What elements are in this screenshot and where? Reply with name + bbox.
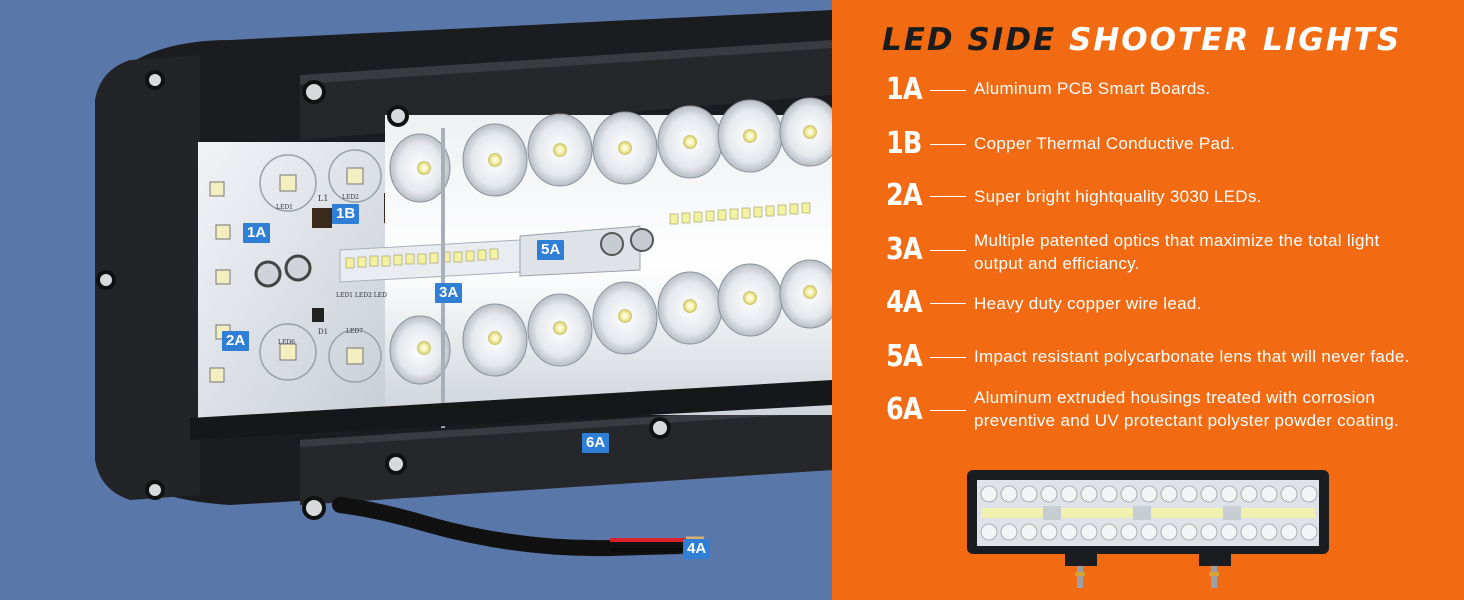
pcb-label-led7: LED7 (346, 328, 363, 335)
pcb-label-led2: LED2 (342, 194, 359, 201)
feature-description: Copper Thermal Conductive Pad. (974, 134, 1235, 153)
feature-item-2a: 2A Super bright hightquality 3030 LEDs. (886, 176, 1456, 216)
feature-item-4a: 4A Heavy duty copper wire lead. (886, 283, 1456, 323)
callout-line (930, 144, 966, 145)
pcb-label-led1: LED1 (276, 204, 293, 211)
pcb-label-led6: LED6 (278, 339, 295, 346)
callout-line (930, 90, 966, 91)
title-part-1: LED SIDE (882, 22, 1057, 58)
feature-item-6a: 6A Aluminum extruded housings treated wi… (886, 388, 1456, 436)
callout-line (930, 410, 966, 411)
pcb-label-d1: D1 (318, 328, 329, 336)
feature-panel: LED SIDE SHOOTER LIGHTS 1A Aluminum PCB … (832, 0, 1464, 600)
feature-code: 4A (886, 285, 923, 320)
callout-line (930, 303, 966, 304)
feature-description: Super bright hightquality 3030 LEDs. (974, 187, 1262, 206)
feature-item-1a: 1A Aluminum PCB Smart Boards. (886, 70, 1456, 110)
title-part-2: SHOOTER LIGHTS (1069, 22, 1402, 58)
callout-tag-3a: 3A (435, 283, 463, 303)
callout-line (930, 196, 966, 197)
feature-code: 6A (886, 392, 923, 427)
page-title: LED SIDE SHOOTER LIGHTS (882, 22, 1401, 58)
feature-description-line-1: Aluminum extruded housings treated with … (974, 388, 1376, 407)
feature-description: Impact resistant polycarbonate lens that… (974, 347, 1410, 366)
feature-item-1b: 1B Copper Thermal Conductive Pad. (886, 124, 1456, 164)
callout-tag-2a: 2A (222, 331, 250, 351)
pcb-label-l1: L1 (318, 194, 329, 203)
feature-code: 1A (886, 72, 923, 107)
feature-code: 3A (886, 232, 923, 267)
feature-code: 2A (886, 178, 923, 213)
feature-item-5a: 5A Impact resistant polycarbonate lens t… (886, 337, 1456, 377)
pcb-label-led-row: LED1 LED2 LED (336, 292, 387, 299)
feature-code: 1B (886, 126, 922, 161)
feature-code: 5A (886, 339, 923, 374)
callout-tag-5a: 5A (537, 240, 565, 260)
feature-description: Aluminum PCB Smart Boards. (974, 79, 1211, 98)
callout-tag-1a: 1A (243, 223, 271, 243)
callout-tag-6a: 6A (582, 433, 610, 453)
feature-description-line-2: output and efficiancy. (974, 254, 1140, 273)
callout-tag-1b: 1B (332, 204, 360, 224)
feature-description-line-1: Multiple patented optics that maximize t… (974, 231, 1380, 250)
callout-line (930, 250, 966, 251)
product-cutaway-illustration: L1 LED1 LED2 LED6 LED7 D1 LED1 LED2 LED … (0, 0, 832, 600)
feature-description: Heavy duty copper wire lead. (974, 294, 1202, 313)
feature-item-3a: 3A Multiple patented optics that maximiz… (886, 230, 1456, 276)
led-bar-product-thumbnail (967, 470, 1329, 588)
led-bar-cutaway-drawing (95, 10, 832, 557)
callout-line (930, 357, 966, 358)
callout-tag-4a: 4A (683, 539, 711, 559)
feature-description-line-2: preventive and UV protectant polyster po… (974, 411, 1400, 430)
